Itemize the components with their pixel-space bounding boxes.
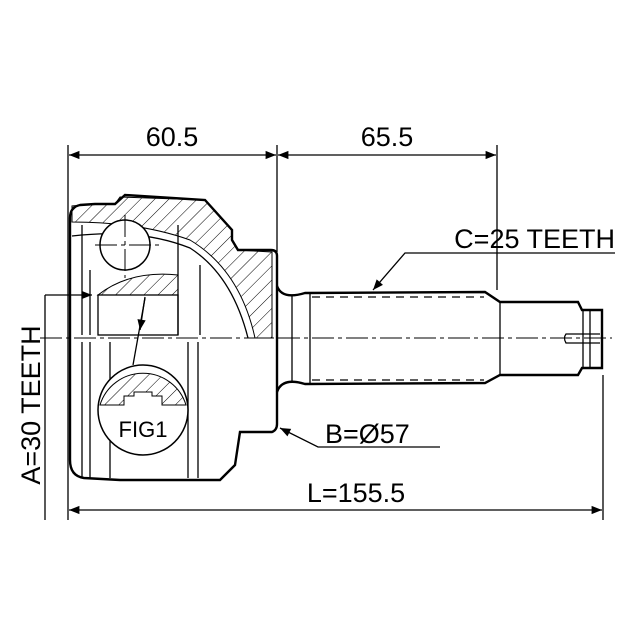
extension-lines: [44, 145, 604, 520]
total-length-label: L=155.5: [307, 478, 405, 508]
stub-shaft: [275, 285, 604, 393]
diameter-label: B=Ø57: [325, 419, 410, 449]
housing-hatch: [71, 196, 273, 339]
outer-teeth-label: C=25 TEETH: [454, 224, 615, 254]
dim-label-65-5: 65.5: [361, 122, 414, 152]
leader-diameter: [279, 427, 440, 448]
fig1-label: FIG1: [119, 417, 168, 442]
shaft-details: [291, 293, 600, 384]
inner-race: [96, 273, 179, 296]
outer-housing: [68, 193, 279, 482]
dim-label-60-5: 60.5: [146, 122, 199, 152]
inner-teeth-label: A=30 TEETH: [16, 325, 46, 484]
fig1-detail: FIG1: [97, 364, 189, 456]
leader-outer-teeth: [372, 252, 615, 291]
